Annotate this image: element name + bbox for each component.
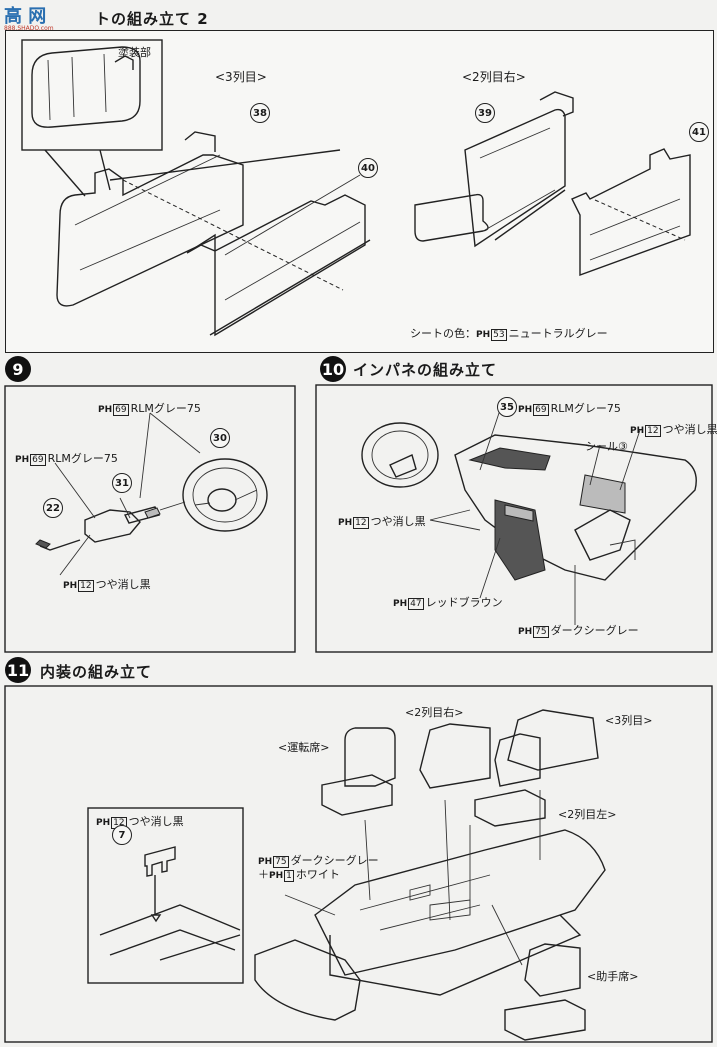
step10-leader-lines <box>429 409 641 625</box>
ph-mark: PH <box>630 426 645 436</box>
part-number-31: 31 <box>112 473 132 493</box>
part-number-39: 39 <box>475 103 495 123</box>
part-number-30: 30 <box>210 428 230 448</box>
inset-seat-drawing <box>31 46 141 128</box>
paint-name: レッドブラウン <box>425 596 503 609</box>
paint-code: 12 <box>78 580 94 592</box>
paint-code: 69 <box>30 454 46 466</box>
step11-title: 内装の組み立て <box>40 663 153 681</box>
part-number-7: 7 <box>112 825 132 845</box>
watermark-logo: 高 网 888.SHADO.com <box>4 2 74 32</box>
paint-name: RLMグレー75 <box>130 402 201 415</box>
painted-part-label: 塗装部 <box>118 46 151 59</box>
inset-clip-drawing <box>99 846 241 961</box>
paint-code: 1 <box>284 870 294 882</box>
paint-code: 75 <box>533 626 549 638</box>
seat-color-prefix: シートの色： <box>410 327 476 340</box>
paint-code: 69 <box>113 404 129 416</box>
paint-name: ホワイト <box>295 868 340 881</box>
ph-mark: PH <box>258 857 273 867</box>
steering-wheel-drawing <box>182 458 268 532</box>
part-number-38: 38 <box>250 103 270 123</box>
row3-label: <3列目> <box>215 70 267 84</box>
paint-code: 53 <box>491 329 507 341</box>
steering-column-drawing <box>35 501 186 551</box>
row2-right-label: <2列目右> <box>405 706 464 719</box>
row2-right-label: <2列目右> <box>462 70 526 84</box>
row2-right-seats-drawing <box>419 723 546 827</box>
paint-name: RLMグレー75 <box>47 452 118 465</box>
instrument-panel-drawing <box>454 434 697 581</box>
ph-mark: PH <box>269 871 284 881</box>
paint-name: ニュートラルグレー <box>508 327 608 340</box>
ph-mark: PH <box>393 599 408 609</box>
part-number-40: 40 <box>358 158 378 178</box>
painted-part-inset-frame <box>21 39 163 151</box>
row2-left-label: <2列目左> <box>558 808 617 821</box>
ph-mark: PH <box>338 518 353 528</box>
step11-leader-lines <box>284 790 541 966</box>
ph-mark: PH <box>15 455 30 465</box>
paint-name: ダークシーグレー <box>290 854 379 867</box>
interior-floor-drawing <box>254 829 606 1021</box>
driver-seat-drawing <box>321 727 396 816</box>
passenger-seat-label: <助手席> <box>587 970 639 983</box>
step11-number: 11 <box>5 657 31 683</box>
paint-name: つや消し黒 <box>370 515 426 528</box>
row3-label: <3列目> <box>605 714 653 727</box>
paint-name: RLMグレー75 <box>550 402 621 415</box>
paint-code: 75 <box>273 856 289 868</box>
step9-number: 9 <box>5 356 31 382</box>
paint-code: 12 <box>353 517 369 529</box>
paint-code: 12 <box>645 425 661 437</box>
row3-seats-drawing <box>507 709 599 771</box>
step9-leader-lines <box>54 412 201 576</box>
paint-name: つや消し黒 <box>128 815 184 828</box>
step8-title: トの組み立て 2 <box>95 10 209 28</box>
paint-name: つや消し黒 <box>95 578 151 591</box>
row3-seat-drawing <box>56 131 371 337</box>
step10-panel-frame <box>315 384 713 653</box>
plus-sign: ＋ <box>258 868 269 881</box>
ph-mark: PH <box>63 581 78 591</box>
passenger-seat-drawing <box>504 943 586 1041</box>
driver-seat-label: <運転席> <box>278 741 330 754</box>
step11-panel-frame <box>4 685 713 1043</box>
step11-inset-frame <box>87 807 244 984</box>
seal-label: シール③ <box>585 440 628 453</box>
paint-name: ダークシーグレー <box>550 624 639 637</box>
part-number-35: 35 <box>497 397 517 417</box>
inset-leader-lines <box>44 149 111 197</box>
paint-code: 69 <box>533 404 549 416</box>
step10-title: インパネの組み立て <box>353 361 498 379</box>
step9-panel-frame <box>4 385 296 653</box>
paint-code: 47 <box>408 598 424 610</box>
ph-mark: PH <box>518 627 533 637</box>
watermark-url: 888.SHADO.com <box>4 25 54 32</box>
step10-steering-wheel-drawing <box>361 422 439 488</box>
ph-mark: PH <box>98 405 113 415</box>
step10-number: 10 <box>320 356 346 382</box>
watermark-logo-text: 高 网 <box>4 6 47 27</box>
part-number-22: 22 <box>43 498 63 518</box>
paint-name: つや消し黒 <box>662 423 717 436</box>
row2-right-seat-drawing <box>414 91 691 276</box>
part-number-41: 41 <box>689 122 709 142</box>
ph-mark: PH <box>476 330 491 340</box>
ph-mark: PH <box>518 405 533 415</box>
ph-mark: PH <box>96 818 111 828</box>
